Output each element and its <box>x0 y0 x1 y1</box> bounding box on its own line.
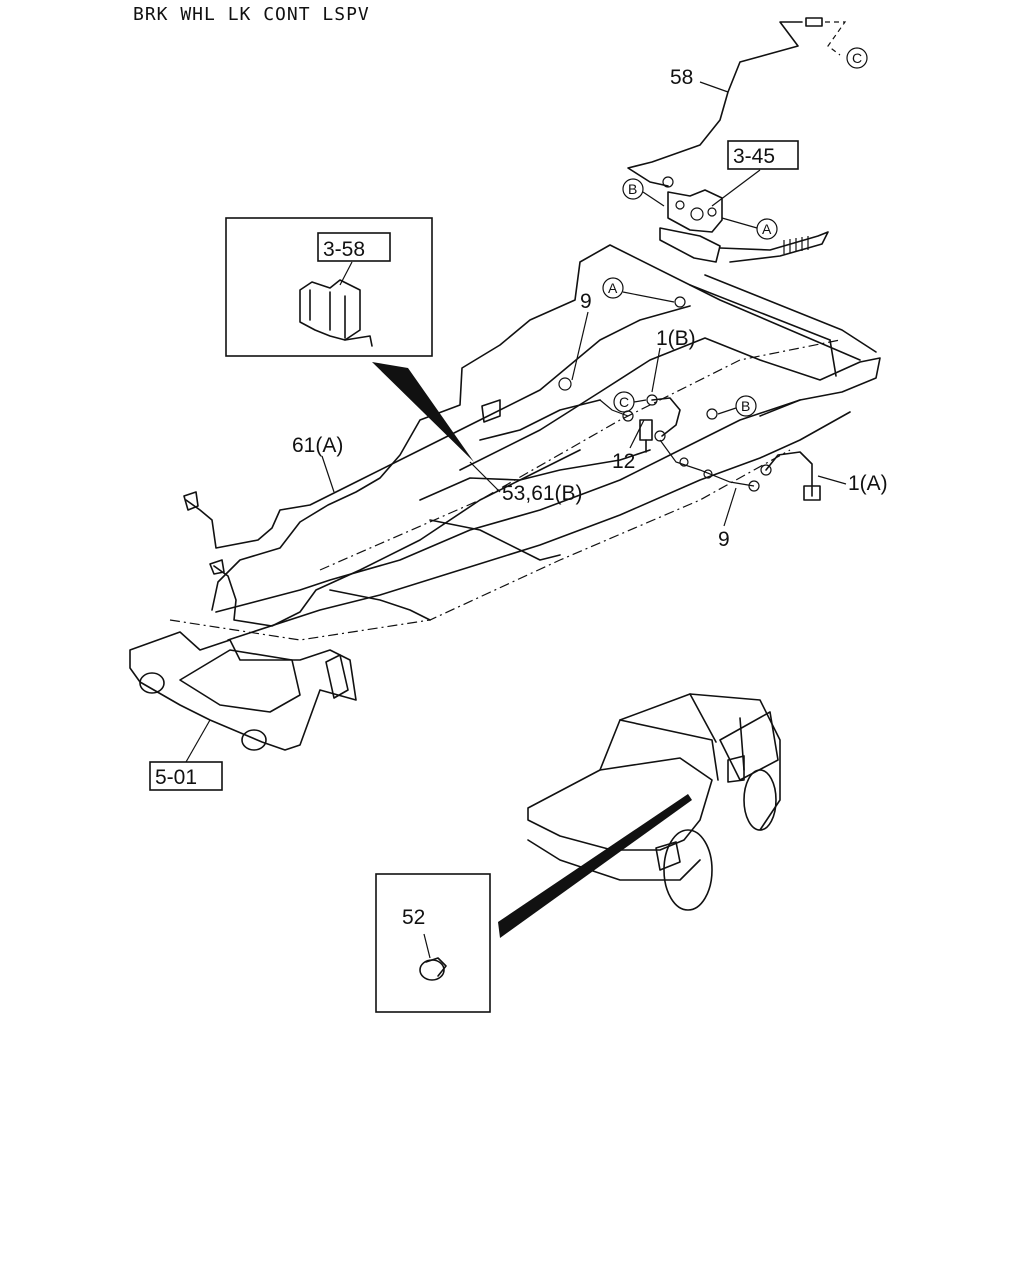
vehicle-frame[interactable] <box>129 244 881 751</box>
callout-1a: 1(A) <box>848 472 888 495</box>
svg-text:B: B <box>628 181 637 197</box>
callout-58: 58 <box>670 66 693 89</box>
marker-b-mid: B <box>717 395 757 417</box>
brake-hose-1a[interactable] <box>760 451 821 501</box>
callout-52: 52 <box>402 906 425 929</box>
marker-c-top: C <box>846 47 868 69</box>
ref-3-58-label: 3-58 <box>323 238 365 261</box>
marker-c-mid: C <box>613 391 647 413</box>
marker-b-top: B <box>622 178 665 207</box>
svg-text:A: A <box>608 280 618 296</box>
brake-hose-1b[interactable] <box>639 394 681 453</box>
ref-box-3-58[interactable]: 3-58 <box>317 232 391 262</box>
callout-53-61b: 53,61(B) <box>502 482 583 505</box>
callout-9-upper: 9 <box>580 290 592 313</box>
vehicle-sketch <box>527 693 781 911</box>
callout-12: 12 <box>612 450 635 473</box>
svg-text:C: C <box>852 50 862 66</box>
svg-text:C: C <box>619 394 629 410</box>
pipe-fittings <box>558 176 760 492</box>
brake-pipe-58[interactable] <box>627 17 847 187</box>
ref-box-3-45[interactable]: 3-45 <box>711 140 799 207</box>
marker-a-top: A <box>721 217 778 240</box>
callout-61a: 61(A) <box>292 434 343 457</box>
svg-text:A: A <box>762 221 772 237</box>
ref-5-01-label: 5-01 <box>155 766 197 789</box>
marker-a-mid: A <box>602 277 675 303</box>
inset-52 <box>375 873 491 1013</box>
ref-box-5-01[interactable]: 5-01 <box>149 719 223 791</box>
callout-1b: 1(B) <box>656 327 696 350</box>
callout-9-lower: 9 <box>718 528 730 551</box>
ref-3-45-label: 3-45 <box>733 145 775 168</box>
inset-52-pointer <box>498 794 692 938</box>
brake-pipe-61a[interactable] <box>183 305 691 627</box>
lspv-valve[interactable] <box>659 189 829 263</box>
inset-pointer <box>372 362 474 462</box>
diagram-title: BRK WHL LK CONT LSPV <box>133 4 370 25</box>
svg-text:B: B <box>741 398 750 414</box>
